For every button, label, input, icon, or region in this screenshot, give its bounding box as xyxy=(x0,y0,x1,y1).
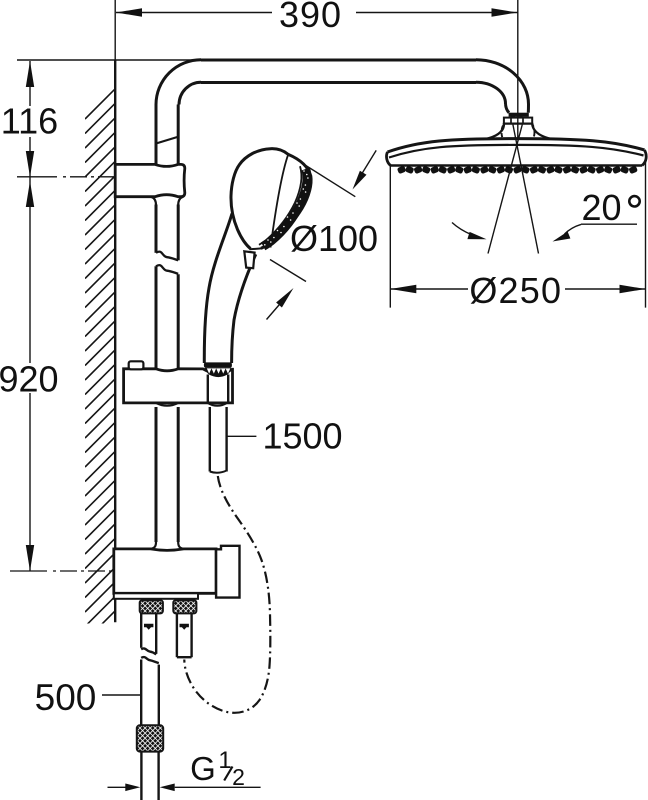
svg-text:Ø250: Ø250 xyxy=(469,270,562,311)
svg-text:1: 1 xyxy=(218,747,231,774)
svg-text:2: 2 xyxy=(232,764,245,790)
svg-text:920: 920 xyxy=(0,359,59,400)
svg-text:G: G xyxy=(190,750,216,787)
svg-text:20: 20 xyxy=(581,187,621,228)
svg-text:116: 116 xyxy=(1,101,58,142)
svg-text:390: 390 xyxy=(279,0,342,35)
svg-text:1500: 1500 xyxy=(262,416,342,457)
svg-text:Ø100: Ø100 xyxy=(290,218,378,259)
svg-text:500: 500 xyxy=(35,677,97,718)
